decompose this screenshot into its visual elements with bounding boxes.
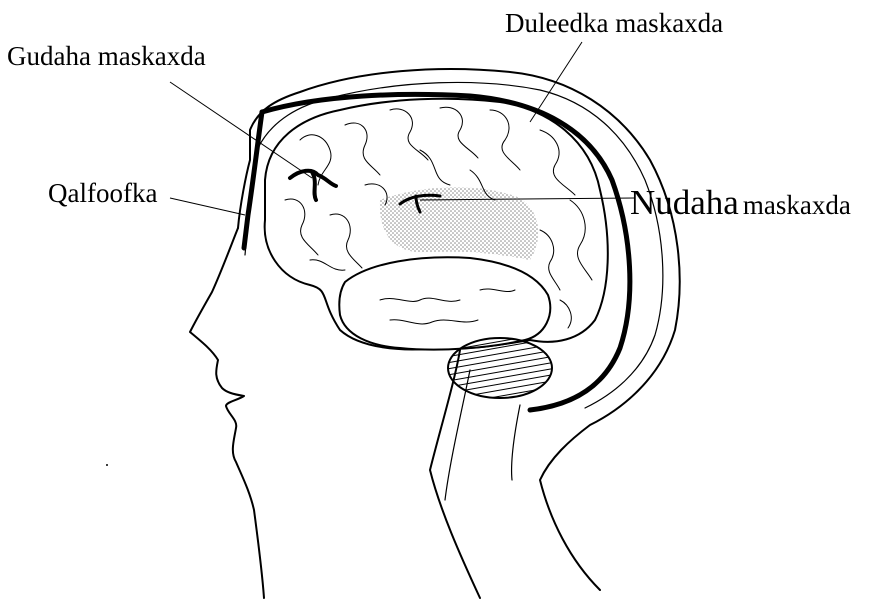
middle-membrane-label: Nudaha maskaxda: [630, 185, 851, 220]
face-profile: [190, 228, 264, 598]
leader-qalfoofka: [170, 198, 245, 215]
brainstem-line-2: [512, 405, 520, 480]
outer-membrane-label: Duleedka maskaxda: [505, 10, 723, 37]
dura-band-front: [244, 112, 262, 248]
middle-membrane-label-small: maskaxda: [743, 190, 851, 220]
cerebellum: [448, 338, 552, 398]
middle-membrane-label-big: Nudaha: [630, 183, 739, 222]
stray-dot: [106, 464, 108, 466]
skull-label: Qalfoofka: [48, 180, 157, 207]
leader-duleedka: [530, 42, 582, 122]
inner-membrane-label: Gudaha maskaxda: [7, 43, 206, 70]
temporal-lobe: [339, 257, 550, 349]
